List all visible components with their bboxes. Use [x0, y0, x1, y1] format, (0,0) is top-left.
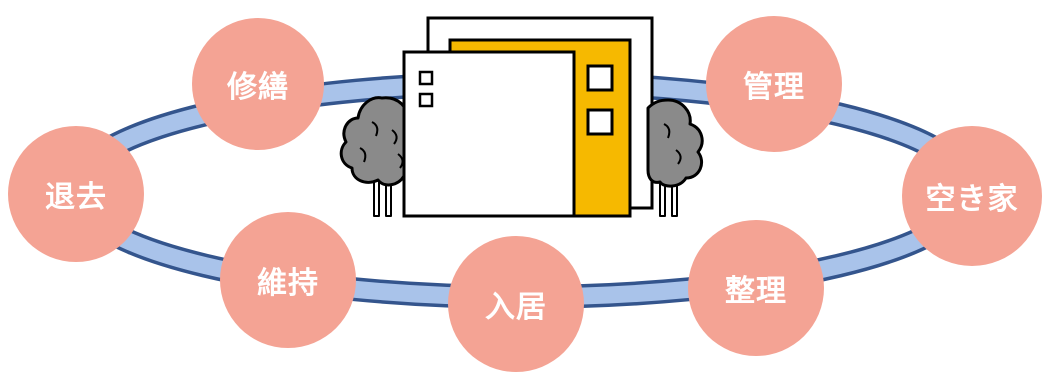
tree-icon: [339, 96, 422, 217]
node-seiri: 整理: [688, 220, 824, 356]
node-label: 整理: [725, 274, 787, 309]
node-taikyo: 退去: [8, 126, 144, 262]
node-label: 修繕: [227, 70, 289, 105]
node-label: 維持: [257, 266, 319, 301]
node-nyukyo: 入居: [448, 236, 584, 372]
node-label: 入居: [485, 290, 547, 325]
building-icon: [402, 16, 654, 218]
node-kanri: 管理: [706, 16, 842, 152]
node-label: 空き家: [925, 182, 1019, 217]
node-label: 管理: [743, 70, 805, 105]
node-shuzen: 修繕: [192, 18, 324, 150]
node-label: 退去: [45, 180, 107, 215]
node-akiya: 空き家: [902, 126, 1042, 266]
node-iji: 維持: [220, 212, 356, 348]
tree-icon: [646, 98, 704, 217]
